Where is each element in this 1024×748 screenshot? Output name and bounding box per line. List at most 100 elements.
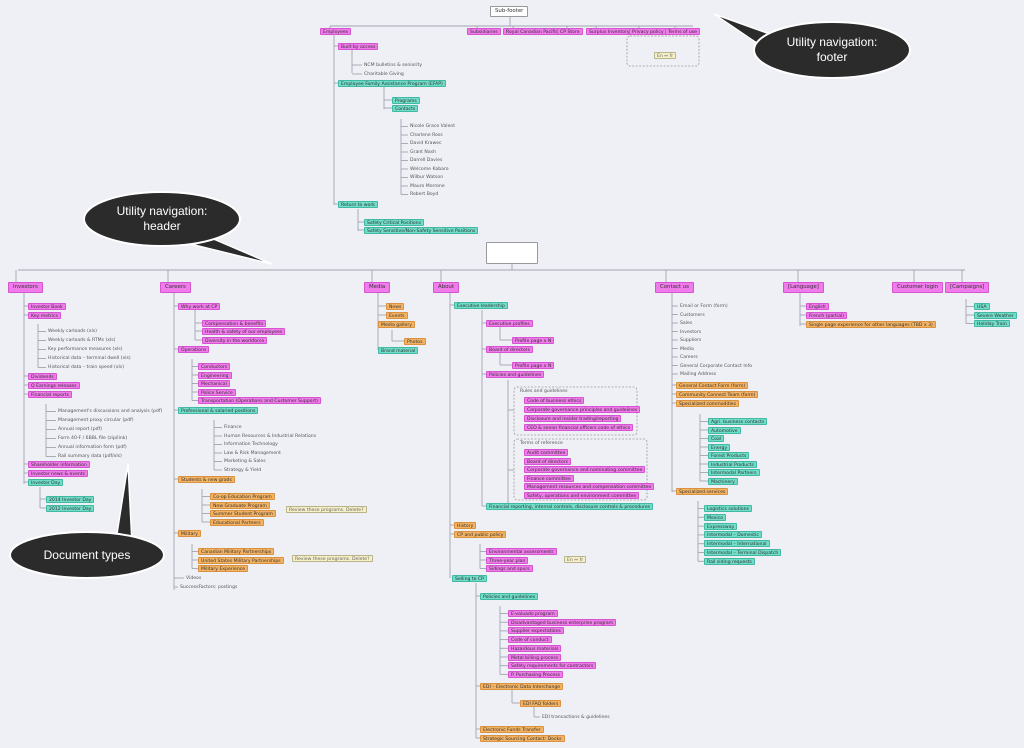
- about-profile-2[interactable]: Profile page x N: [512, 362, 555, 369]
- student-program[interactable]: Educational Partners: [210, 518, 264, 526]
- language-english[interactable]: English: [806, 303, 829, 310]
- investors-dividends[interactable]: Dividends: [28, 373, 57, 380]
- rules-item[interactable]: Code of business ethics: [524, 397, 585, 404]
- careers-diversity[interactable]: Diversity in the workforce: [202, 337, 268, 344]
- service-item[interactable]: Expressway: [704, 522, 738, 530]
- selling-strategic-sourcing[interactable]: Strategic Sourcing Contact: Docks: [480, 735, 565, 742]
- sub-footer-root[interactable]: Sub-footer: [490, 6, 529, 17]
- selling-item[interactable]: Supplier expectations: [508, 627, 564, 635]
- operations-item[interactable]: Police Service: [198, 388, 236, 396]
- contact-community-connect[interactable]: Community Connect Team (form): [676, 391, 759, 398]
- footer-safety-critical[interactable]: Safety Critical Positions: [364, 219, 424, 226]
- service-item[interactable]: Rail siding requests: [704, 557, 755, 565]
- footer-privacy-policy[interactable]: Privacy policy: [629, 28, 667, 35]
- top-nav-language[interactable]: [Language]: [783, 282, 824, 293]
- about-public-policy[interactable]: CP and public policy: [454, 531, 507, 538]
- operations-item[interactable]: Transportation (Operations and Customer …: [198, 397, 321, 404]
- service-item[interactable]: Intermodal – Terminal Dispatch: [704, 549, 782, 556]
- footer-subsidiaries[interactable]: Subsidiaries: [467, 28, 501, 35]
- military-item[interactable]: Canadian Military Partnerships: [198, 548, 275, 555]
- language-single-page[interactable]: Single page experience for other languag…: [806, 321, 936, 328]
- footer-surplus-inventory[interactable]: Surplus Inventory: [586, 28, 633, 35]
- about-policies[interactable]: Policies and guidelines: [486, 371, 545, 378]
- careers-operations[interactable]: Operations: [178, 346, 210, 353]
- investors-financial-reports[interactable]: Financial reports: [28, 391, 72, 398]
- media-brand-material[interactable]: Brand material: [378, 347, 419, 354]
- top-nav-customer-login[interactable]: Customer login: [892, 282, 944, 293]
- selling-policies[interactable]: Policies and guidelines: [480, 593, 539, 600]
- terms-item[interactable]: Management resources and compensation co…: [524, 483, 655, 490]
- public-policy-item[interactable]: Sidings and spurs: [486, 565, 533, 572]
- rules-item[interactable]: CEO & senior financial officers code of …: [524, 424, 634, 431]
- careers-why-work[interactable]: Why work at CP: [178, 303, 221, 310]
- about-selling-to-cp[interactable]: Selling to CP: [452, 575, 487, 582]
- commodity-item[interactable]: Energy: [708, 443, 731, 451]
- contact-specialized-services[interactable]: Specialized services: [676, 488, 729, 495]
- investors-earnings[interactable]: Q Earnings releases: [28, 382, 80, 389]
- terms-item[interactable]: Finance committee: [524, 474, 574, 482]
- campaign-item[interactable]: USA: [974, 303, 990, 310]
- careers-health-safety[interactable]: Health & safety of our employees: [202, 328, 286, 335]
- service-item[interactable]: Intermodal – International: [704, 540, 770, 548]
- selling-eft[interactable]: Electronic Funds Transfer: [480, 726, 544, 733]
- operations-item[interactable]: Mechanical: [198, 380, 230, 387]
- careers-compensation[interactable]: Compensation & benefits: [202, 320, 267, 327]
- careers-military[interactable]: Military: [178, 530, 202, 537]
- about-exec-leadership[interactable]: Executive leadership: [454, 302, 508, 309]
- public-policy-item[interactable]: Three-year plan: [486, 556, 529, 564]
- student-program[interactable]: Co-op Education Program: [210, 493, 275, 500]
- careers-professional[interactable]: Professional & salaried positions: [178, 407, 259, 414]
- selling-item[interactable]: E-valuado program: [508, 610, 558, 617]
- student-program[interactable]: New Graduate Program: [210, 501, 270, 509]
- selling-item[interactable]: Metal billing process: [508, 653, 562, 661]
- top-nav-contact-us[interactable]: Contact us: [655, 282, 694, 293]
- footer-built-by-access[interactable]: Built by access: [338, 43, 379, 50]
- footer-contacts[interactable]: Contacts: [392, 105, 419, 112]
- service-item[interactable]: Intermodal – Domestic: [704, 531, 762, 539]
- terms-item[interactable]: Corporate governance and nominating comm…: [524, 466, 646, 473]
- footer-cp-store[interactable]: CP Store: [557, 28, 583, 35]
- careers-students[interactable]: Students & new grads: [178, 476, 235, 483]
- campaign-item[interactable]: Holiday Train: [974, 320, 1010, 327]
- top-nav-campaigns[interactable]: [Campaigns]: [945, 282, 990, 293]
- footer-terms-of-use[interactable]: Terms of use: [665, 28, 701, 35]
- footer-safety-sensitive[interactable]: Safety Sensitive/Non-Safety Sensitive Po…: [364, 227, 479, 234]
- selling-item[interactable]: Hazardous materials: [508, 644, 562, 652]
- rules-item[interactable]: Disclosure and insider trading/reporting: [524, 415, 622, 422]
- media-photos[interactable]: Photos: [404, 338, 426, 345]
- investors-day-2014[interactable]: 2014 Investor Day: [46, 496, 95, 503]
- top-nav-careers[interactable]: Careers: [160, 282, 191, 293]
- investors-day-2012[interactable]: 2012 Investor Day: [46, 505, 95, 512]
- investors-news-events[interactable]: Investor news & events: [28, 470, 89, 477]
- investors-key-metrics[interactable]: Key metrics: [28, 312, 61, 319]
- rules-item[interactable]: Corporate governance principles and guid…: [524, 406, 641, 413]
- commodity-item[interactable]: Intermodal Partners: [708, 469, 760, 476]
- about-financial-reporting[interactable]: Financial reporting, internal controls, …: [486, 503, 654, 510]
- commodity-item[interactable]: Coal: [708, 435, 725, 442]
- commodity-item[interactable]: Agri. business contacts: [708, 418, 768, 425]
- language-french[interactable]: French (partial): [806, 312, 848, 319]
- contact-general-form[interactable]: General Contact Form (form): [676, 382, 749, 389]
- investors-shareholder-info[interactable]: Shareholder information: [28, 461, 90, 468]
- footer-return-to-work[interactable]: Return to work: [338, 201, 378, 208]
- service-item[interactable]: Logistics solutions: [704, 505, 752, 512]
- about-history[interactable]: History: [454, 522, 477, 529]
- footer-employees[interactable]: Employees: [320, 28, 352, 35]
- commodity-item[interactable]: Automotive: [708, 426, 741, 434]
- media-events[interactable]: Events: [386, 312, 408, 319]
- terms-item[interactable]: Board of directors: [524, 457, 572, 465]
- media-news[interactable]: News: [386, 303, 405, 310]
- selling-item[interactable]: Safety requirements for contractors: [508, 662, 597, 670]
- selling-edi[interactable]: EDI – Electronic Data Interchange: [480, 683, 564, 690]
- commodity-item[interactable]: Machinery: [708, 477, 738, 485]
- top-nav-about[interactable]: About: [433, 282, 459, 293]
- commodity-item[interactable]: Industrial Products: [708, 460, 757, 468]
- commodity-item[interactable]: Forest Products: [708, 452, 750, 459]
- footer-programs[interactable]: Programs: [392, 97, 420, 104]
- public-policy-item[interactable]: Environmental assessments: [486, 548, 557, 555]
- operations-item[interactable]: Engineering: [198, 371, 232, 379]
- military-item[interactable]: Military Experience: [198, 565, 249, 572]
- about-profile-1[interactable]: Profile page x N: [512, 337, 555, 344]
- about-board[interactable]: Board of directors: [486, 346, 534, 353]
- investors-day[interactable]: Investor Day: [28, 479, 64, 486]
